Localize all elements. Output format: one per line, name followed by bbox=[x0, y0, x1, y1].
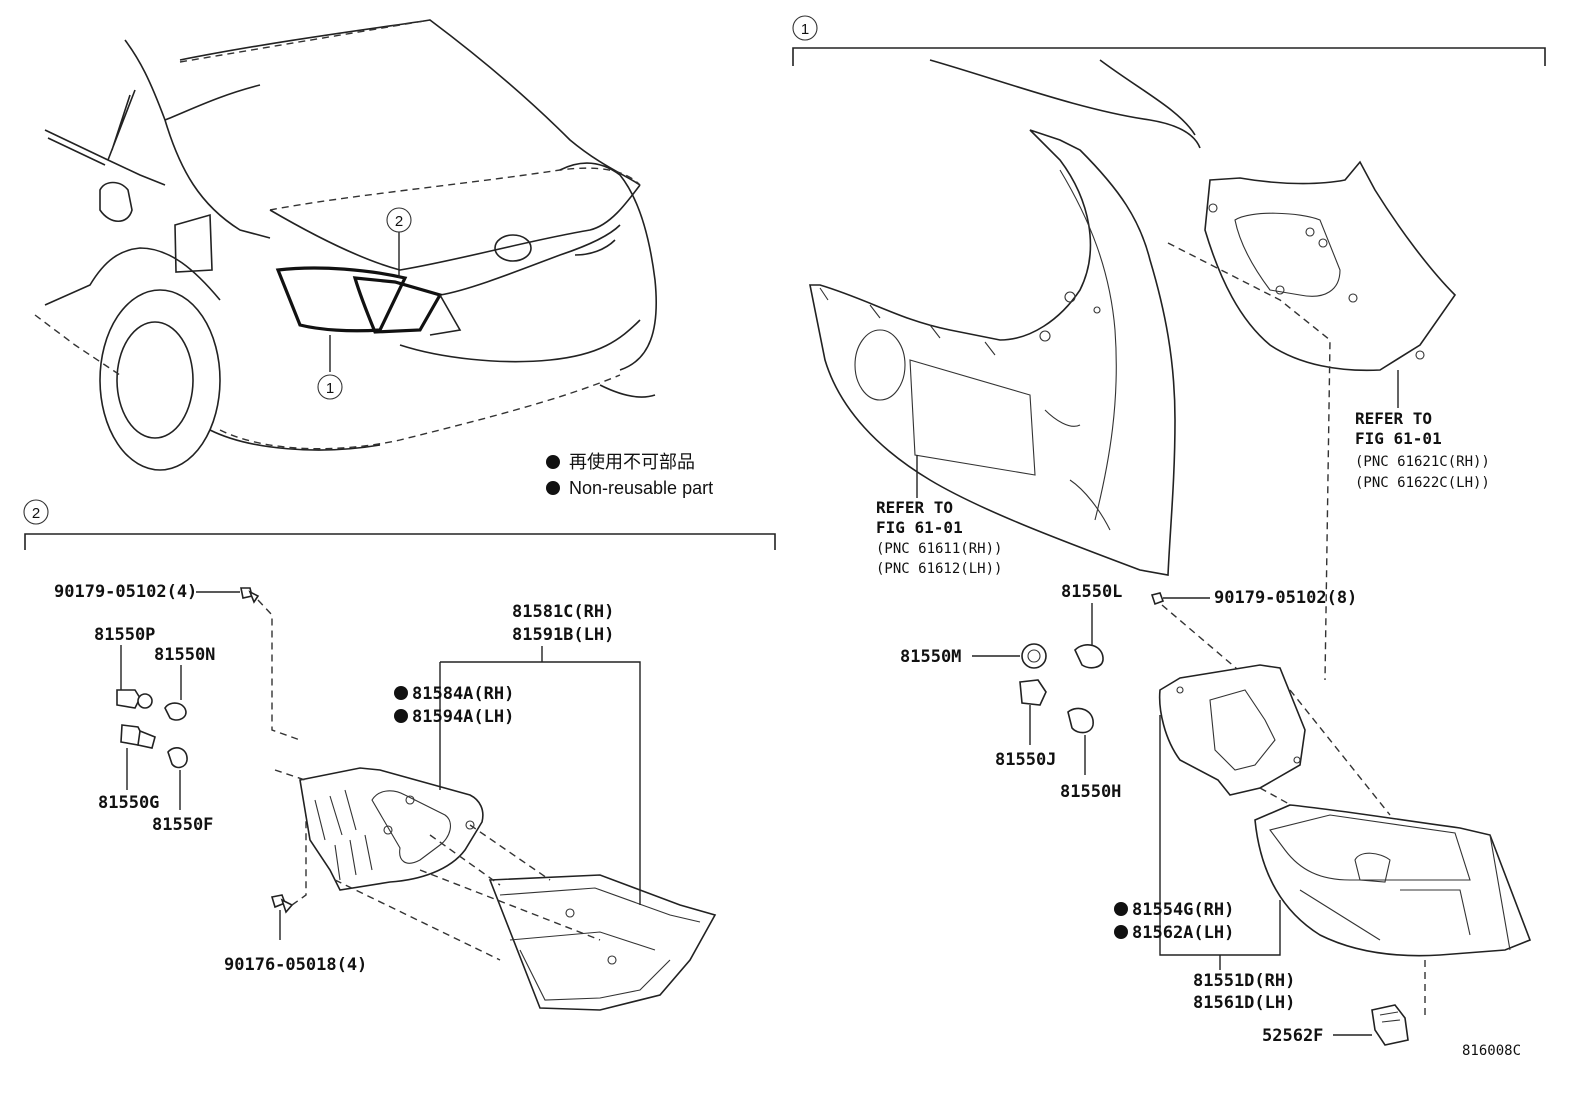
quarter-panel bbox=[809, 59, 1201, 576]
refer-right-line2: FIG 61-01 bbox=[1355, 429, 1442, 448]
label-bolt-90176: 90176-05018(4) bbox=[224, 955, 367, 975]
callout-2-circle bbox=[386, 207, 412, 233]
legend-dot-en bbox=[546, 481, 560, 495]
label-socket-81550P: 81550P bbox=[94, 625, 155, 645]
bulb-icon bbox=[167, 747, 188, 769]
label-socket-81550M: 81550M bbox=[900, 647, 961, 667]
label-lamp-81561D-lh: 81561D(LH) bbox=[1193, 993, 1295, 1013]
section-1: 1 REFER TO FIG 61-01 (PNC 61611(RH)) (PN… bbox=[792, 15, 1546, 1046]
label-socket-81550J: 81550J bbox=[995, 750, 1056, 770]
section-2-circle bbox=[23, 499, 49, 525]
non-reusable-dot bbox=[1114, 902, 1128, 916]
non-reusable-dot bbox=[1114, 925, 1128, 939]
callout-1-circle bbox=[317, 374, 343, 400]
figure-code: 816008C bbox=[1462, 1043, 1521, 1059]
callout-1: 1 bbox=[326, 380, 334, 397]
section-2: 2 90179-05102(4) 81550P 81550N bbox=[23, 499, 776, 1011]
socket-icon bbox=[116, 689, 153, 709]
bolt-icon bbox=[240, 587, 260, 604]
label-bulb-81550H: 81550H bbox=[1060, 782, 1121, 802]
section-1-circle bbox=[792, 15, 818, 41]
legend: 再使用不可部品 Non-reusable part bbox=[546, 452, 713, 498]
inner-tail-lamp bbox=[488, 874, 717, 1011]
label-bulb-81550L: 81550L bbox=[1061, 582, 1122, 602]
car-rear-overview: 2 1 bbox=[34, 19, 658, 471]
legend-jp: 再使用不可部品 bbox=[569, 452, 695, 472]
callout-2: 2 bbox=[395, 213, 403, 230]
outer-gasket bbox=[1158, 664, 1306, 796]
label-gasket-81562A-lh: 81562A(LH) bbox=[1132, 923, 1234, 943]
label-bolt-90179-4: 90179-05102(4) bbox=[54, 582, 197, 602]
section-1-number: 1 bbox=[801, 21, 809, 38]
label-gasket-81594A-lh: 81594A(LH) bbox=[412, 707, 514, 727]
label-socket-81550G: 81550G bbox=[98, 793, 159, 813]
refer-right-line1: REFER TO bbox=[1355, 409, 1432, 428]
bulb-icon bbox=[1074, 644, 1104, 669]
legend-dot-jp bbox=[546, 455, 560, 469]
clip-icon bbox=[1371, 1004, 1409, 1046]
label-lamp-81581C-rh: 81581C(RH) bbox=[512, 602, 614, 622]
section-2-number: 2 bbox=[32, 505, 40, 522]
non-reusable-dot bbox=[394, 686, 408, 700]
bolt-icon bbox=[1150, 592, 1165, 606]
label-lamp-81591B-lh: 81591B(LH) bbox=[512, 625, 614, 645]
refer-left-line1: REFER TO bbox=[876, 498, 953, 517]
bolt-icon bbox=[270, 894, 294, 914]
label-gasket-81584A-rh: 81584A(RH) bbox=[412, 684, 514, 704]
label-clip-52562F: 52562F bbox=[1262, 1026, 1323, 1046]
socket-icon bbox=[1021, 643, 1047, 669]
section-1-bracket bbox=[792, 47, 1546, 66]
label-bulb-81550N: 81550N bbox=[154, 645, 215, 665]
label-bulb-81550F: 81550F bbox=[152, 815, 213, 835]
bulb-icon bbox=[1067, 707, 1094, 734]
refer-right-pnc-rh: (PNC 61621C(RH)) bbox=[1355, 454, 1490, 470]
gasket-plate bbox=[299, 767, 484, 891]
refer-right-pnc-lh: (PNC 61622C(LH)) bbox=[1355, 475, 1490, 491]
socket-icon bbox=[120, 724, 156, 749]
section-2-bracket bbox=[24, 533, 776, 550]
bulb-icon bbox=[164, 702, 187, 721]
outer-tail-lamp bbox=[1254, 804, 1532, 957]
non-reusable-dot bbox=[394, 709, 408, 723]
label-gasket-81554G-rh: 81554G(RH) bbox=[1132, 900, 1234, 920]
socket-icon bbox=[1019, 679, 1047, 706]
refer-left-pnc-lh: (PNC 61612(LH)) bbox=[876, 561, 1002, 577]
refer-left-line2: FIG 61-01 bbox=[876, 518, 963, 537]
rear-inner-panel bbox=[1204, 160, 1457, 372]
legend-en: Non-reusable part bbox=[569, 478, 713, 498]
label-lamp-81551D-rh: 81551D(RH) bbox=[1193, 971, 1295, 991]
refer-left-pnc-rh: (PNC 61611(RH)) bbox=[876, 541, 1002, 557]
label-bolt-90179-8: 90179-05102(8) bbox=[1214, 588, 1357, 608]
